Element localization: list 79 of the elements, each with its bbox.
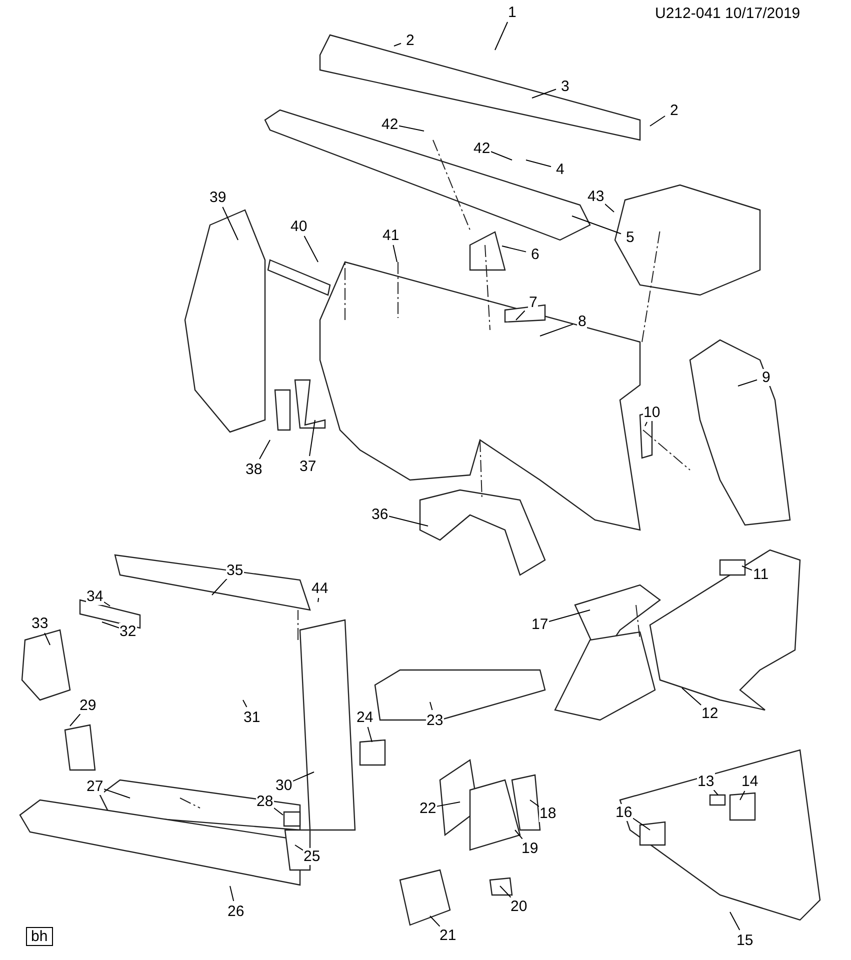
leader-line [294,844,304,851]
leader-line [650,116,666,126]
callout-number: 38 [244,460,264,478]
leader-line [514,830,523,840]
callout-number: 23 [426,712,444,728]
leader-line [274,808,284,816]
callout-number: 25 [302,848,322,864]
leader-line [436,802,460,807]
callout-number: 27 [86,778,104,794]
leader-line [398,125,424,132]
leader-line [392,244,398,262]
callout-number: 28 [256,792,274,810]
callout-number: 6 [530,246,540,262]
leader-line [394,42,402,46]
leader-line [430,702,433,710]
leader-line [730,912,740,930]
leader-line [367,726,372,742]
leader-line [222,206,238,240]
callout-number: 35 [226,562,244,578]
drawing-number: U212-041 10/17/2019 [655,5,800,22]
callout-number: 30 [274,776,294,794]
callout-number: 13 [696,772,716,790]
leader-line [309,420,316,456]
callout-number: 19 [520,840,540,856]
callout-number: 26 [226,902,246,920]
callout-number: 10 [642,404,662,420]
callout-number: 16 [614,804,634,820]
leader-line [604,203,614,212]
leader-line [516,310,526,320]
callout-number: 33 [30,614,50,632]
callout-number: 34 [86,588,104,604]
leader-line [70,714,81,726]
callout-number: 29 [78,696,98,714]
leader-line [104,788,130,798]
leader-line [644,422,648,426]
leader-line [104,602,110,606]
leader-line [548,610,590,622]
callout-number: 43 [586,188,606,204]
leader-line [102,622,120,628]
callout-number: 15 [736,932,754,948]
callout-number: 40 [290,218,308,234]
leader-line [304,236,318,262]
callout-number: 37 [298,458,318,474]
callout-number: 5 [625,228,636,246]
callout-number: 18 [538,804,558,822]
callout-number: 9 [761,368,772,386]
leader-line [242,700,248,708]
callout-number: 39 [208,188,228,206]
leader-line [572,216,622,234]
callout-number: 20 [510,898,528,914]
leader-line [44,632,50,646]
callout-number: 3 [560,78,570,94]
leader-line [540,324,574,336]
leader-line [530,800,540,807]
leader-line [740,790,746,800]
leader-line [490,151,512,160]
leader-line [494,22,508,50]
callout-number: 7 [528,294,538,310]
callout-number: 31 [242,708,262,726]
callout-number: 32 [118,622,138,640]
leader-line [742,566,752,571]
leader-line [526,160,552,168]
leader-line [682,688,702,706]
leader-line [713,790,718,796]
leader-line [430,916,440,927]
leader-line [738,379,758,386]
callout-number: 8 [577,312,588,330]
leader-line [212,578,228,596]
leader-line [502,246,526,252]
leader-line [500,886,512,898]
leader-line [318,598,320,602]
illustrator-code: bh [26,927,53,946]
leader-line [388,516,428,526]
leader-line [259,440,270,460]
callout-number: 36 [370,506,390,522]
leader-line [230,886,234,902]
leader-line [632,818,650,830]
leader-line [532,88,556,98]
leader-line [292,772,314,782]
